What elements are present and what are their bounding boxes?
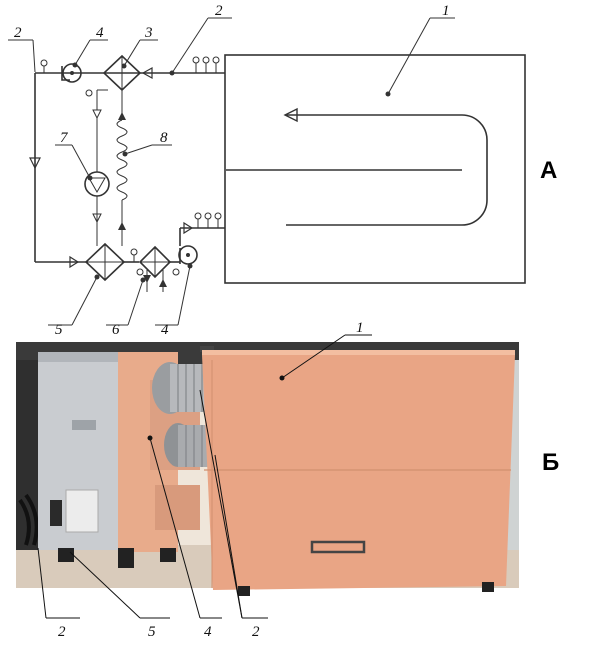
label-duct-top-center: 2 (215, 3, 223, 19)
chamber-outline (224, 54, 526, 284)
heat-exchanger (102, 54, 142, 92)
top-gauges (40, 56, 220, 73)
label-cooler: 6 (112, 322, 120, 338)
photo-leaders (37, 334, 372, 619)
label-chamber: 1 (442, 3, 450, 19)
airflow-arrowhead (283, 107, 298, 123)
photo-label-mixer: 5 (148, 624, 156, 640)
bottom-gauges (194, 212, 222, 228)
schematic-leaders (8, 17, 455, 326)
photo-label-fan: 4 (204, 624, 212, 640)
left-duct-arrow (29, 157, 41, 170)
label-mixer: 5 (55, 322, 63, 338)
drying-unit (16, 352, 200, 568)
label-pump: 7 (60, 130, 69, 146)
ducts (152, 362, 210, 467)
mixer (84, 242, 126, 282)
chamber-handle (310, 540, 366, 554)
photo-label-duct-left: 2 (58, 624, 66, 640)
fan-bottom (178, 245, 198, 265)
photo-label-duct-right: 2 (252, 624, 260, 640)
airflow-path (226, 114, 488, 226)
label-coil: 8 (160, 130, 168, 146)
drying-chamber (200, 346, 515, 596)
photo-label-chamber: 1 (356, 320, 364, 336)
schematic: 1 2 2 4 3 7 8 5 6 4 А (8, 3, 557, 338)
label-heat-exchanger: 3 (144, 25, 153, 41)
label-fan-bottom: 4 (161, 322, 169, 338)
unit-label-plate (65, 489, 99, 533)
cooler (138, 245, 172, 279)
coil (116, 119, 128, 201)
label-fan-top: 4 (96, 25, 104, 41)
top-duct-arrow (141, 66, 153, 80)
photo: 1 2 5 4 2 Б (16, 320, 559, 640)
panel-letter-b: Б (542, 449, 559, 476)
panel-letter-a: А (540, 157, 557, 184)
label-duct-top-left: 2 (14, 25, 22, 41)
